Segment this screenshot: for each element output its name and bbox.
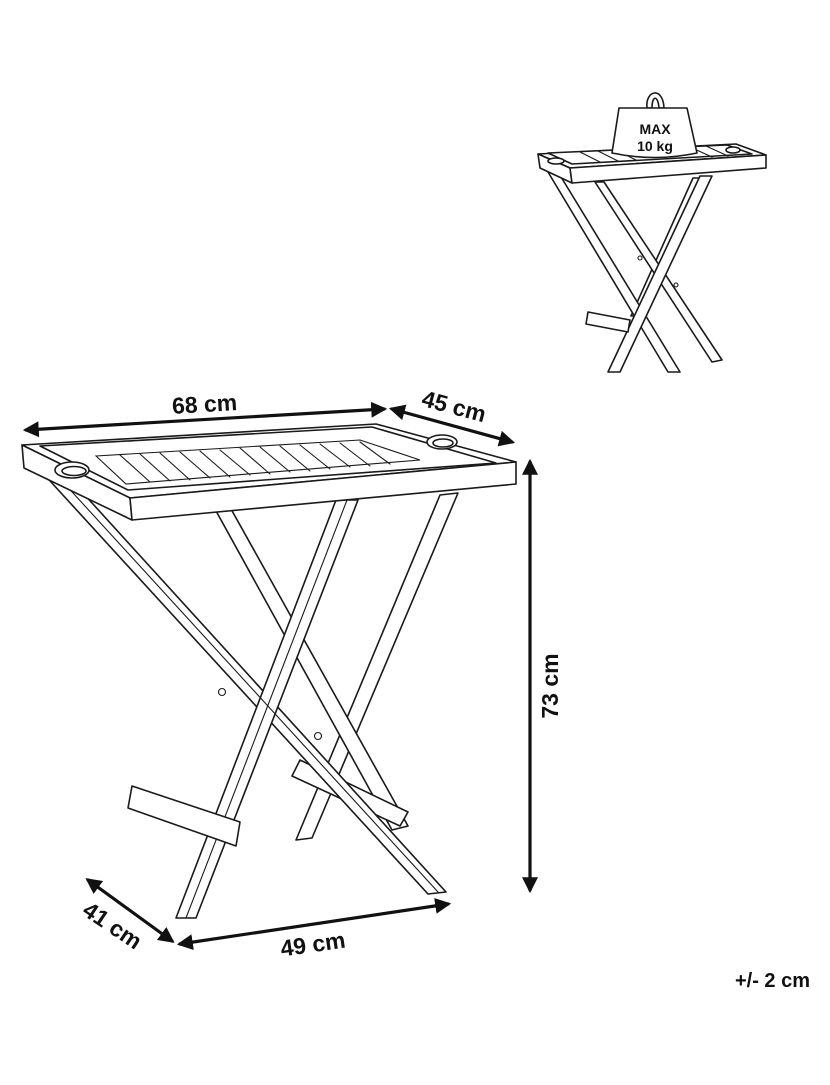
weight-value-label: 10 kg (637, 138, 673, 154)
tolerance-note: +/- 2 cm (734, 970, 810, 992)
weight-icon (611, 107, 698, 159)
base-width-label: 49 cm (279, 927, 347, 962)
height-label: 73 cm (537, 653, 563, 718)
dimension-width: 68 cm (22, 389, 388, 438)
main-table-illustration (21, 423, 517, 919)
dimension-base-width: 49 cm (176, 897, 452, 962)
dimension-base-depth: 41 cm (78, 878, 175, 954)
tray-handle-left (54, 461, 90, 479)
width-label: 68 cm (171, 389, 238, 419)
dimension-height: 73 cm (522, 458, 563, 894)
base-depth-label: 41 cm (78, 896, 147, 954)
weight-max-label: MAX (639, 121, 671, 137)
tray-slats (119, 441, 391, 483)
tray-handle-right (426, 434, 458, 450)
small-table-illustration: MAX 10 kg (537, 92, 767, 373)
